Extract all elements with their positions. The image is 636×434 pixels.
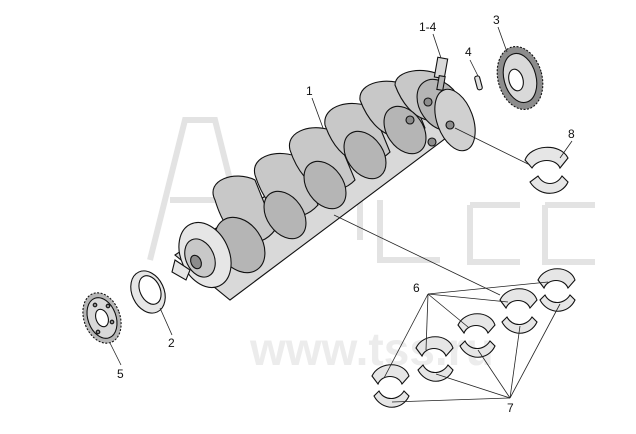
leader-lines — [109, 26, 573, 403]
callout-5: 5 — [117, 367, 124, 381]
crankshaft — [171, 70, 476, 301]
bearing-shell-pair — [499, 288, 538, 334]
callout-8: 8 — [568, 127, 575, 141]
callout-labels: 1 1-4 3 4 8 2 5 6 7 — [117, 13, 575, 415]
watermark: www.tss.ru — [147, 117, 595, 375]
bearing-shell-pair — [415, 336, 454, 382]
bearing-shell-rear — [524, 146, 569, 194]
crank-gear — [82, 292, 122, 344]
watermark-text: www.tss.ru — [249, 323, 494, 375]
bolt — [433, 56, 449, 92]
bearing-shell-pair — [457, 313, 496, 358]
dowel-pin — [474, 75, 483, 91]
bearing-shell-pair — [371, 364, 410, 408]
main-bearing-shells — [371, 268, 576, 408]
callout-6: 6 — [413, 281, 420, 295]
callout-2: 2 — [168, 336, 175, 350]
callout-3: 3 — [493, 13, 500, 27]
callout-7: 7 — [507, 401, 514, 415]
bearing-shell-pair — [537, 268, 576, 312]
callout-4: 4 — [465, 45, 472, 59]
sprocket-gear — [496, 46, 544, 110]
callout-1-4: 1-4 — [419, 20, 437, 34]
callout-1: 1 — [306, 84, 313, 98]
thrust-ring — [130, 270, 166, 314]
